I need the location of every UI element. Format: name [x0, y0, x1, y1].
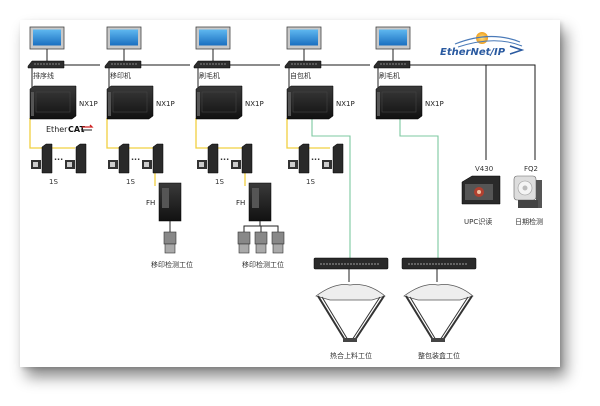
- hmi-monitor-icon: [286, 26, 322, 50]
- servo-label: 1S: [215, 178, 224, 186]
- machine-label: 排序线: [33, 71, 54, 80]
- ethercat-arrow-icon: [82, 124, 94, 128]
- vision-station-label: 移印检测工位: [242, 260, 284, 269]
- smart-camera-icon: [513, 175, 542, 208]
- servo-drive-icon: [41, 143, 53, 174]
- servo-motor-icon: [142, 160, 152, 169]
- network-switch-icon: [373, 60, 411, 69]
- plc-controller-icon: [375, 85, 423, 120]
- station: 排序线 NX1P: [27, 26, 98, 120]
- servo-drive-icon: [152, 143, 164, 174]
- vision-station-label: 移印检测工位: [151, 260, 193, 269]
- ethernet-ip-logo: EtherNet/IP: [440, 32, 525, 58]
- servo-group: ... 1S: [108, 143, 164, 186]
- robot-station-1: 热合上料工位: [313, 257, 389, 360]
- servo-label: 1S: [49, 178, 58, 186]
- servo-drive-icon: [332, 143, 344, 174]
- camera-icon: [254, 231, 268, 254]
- servo-ellipsis: ...: [311, 153, 320, 162]
- servo-group: ... 1S: [288, 143, 344, 186]
- servo-motor-icon: [231, 160, 241, 169]
- controller-model-label: NX1P: [156, 100, 175, 108]
- servo-motor-icon: [65, 160, 75, 169]
- servo-motor-icon: [288, 160, 298, 169]
- network-switch-icon: [284, 60, 322, 69]
- controller-model-label: NX1P: [425, 100, 444, 108]
- robot-station-2: 整包装盒工位: [401, 257, 477, 360]
- hmi-monitor-icon: [195, 26, 231, 50]
- servo-group: ... 1S: [31, 143, 87, 186]
- sensor-function-label: UPC识读: [464, 217, 492, 226]
- ethernet-ip-text: EtherNet/IP: [440, 47, 506, 58]
- ethercat-logo: Ether CAT: [46, 124, 94, 134]
- fh-controller-1: FH 移印检测工位: [146, 182, 193, 269]
- station: 刷毛机 NX1P: [193, 26, 264, 120]
- robot-station-label: 热合上料工位: [330, 351, 372, 360]
- servo-ellipsis: ...: [54, 153, 63, 162]
- servo-motor-icon: [31, 160, 41, 169]
- plc-controller-icon: [29, 85, 77, 120]
- station: 移印机 NX1P: [104, 26, 175, 120]
- servo-label: 1S: [306, 178, 315, 186]
- controller-model-label: NX1P: [336, 100, 355, 108]
- station: 自包机 NX1P: [284, 26, 355, 120]
- sensor-model-label: FQ2: [524, 165, 538, 173]
- plc-controller-icon: [106, 85, 154, 120]
- network-switch-icon: [104, 60, 142, 69]
- servo-group: ... 1S: [197, 143, 253, 186]
- hmi-monitor-icon: [375, 26, 411, 50]
- servo-ellipsis: ...: [220, 153, 229, 162]
- servo-label: 1S: [126, 178, 135, 186]
- sensor-function-label: 日期检测: [515, 217, 543, 226]
- sensor-fq2: FQ2 日期检测: [513, 165, 543, 226]
- camera-icon: [163, 231, 177, 254]
- hmi-monitor-icon: [106, 26, 142, 50]
- ethercat-text-cat: CAT: [68, 125, 85, 134]
- servo-drive-icon: [75, 143, 87, 174]
- servo-drive-icon: [118, 143, 130, 174]
- ethercat-text-ether: Ether: [46, 125, 68, 134]
- plc-controller-icon: [195, 85, 243, 120]
- plc-controller-icon: [286, 85, 334, 120]
- delta-robot-icon: [403, 284, 474, 342]
- machine-label: 移印机: [110, 71, 131, 80]
- delta-robot-icon: [315, 284, 386, 342]
- sensor-model-label: V430: [475, 165, 493, 173]
- network-switch-icon: [193, 60, 231, 69]
- machine-label: 刷毛机: [199, 71, 220, 80]
- servo-motor-icon: [322, 160, 332, 169]
- ethernet-backbone: [63, 64, 536, 160]
- fh-label: FH: [146, 199, 155, 207]
- fh-label: FH: [236, 199, 245, 207]
- barcode-reader-icon: [461, 175, 501, 205]
- camera-icon: [271, 231, 285, 254]
- robot-station-label: 整包装盒工位: [418, 351, 460, 360]
- servo-drive-icon: [298, 143, 310, 174]
- robot-lines: [311, 118, 439, 258]
- fh-controller-2: FH 移印检测工位: [236, 182, 285, 269]
- servo-drive-icon: [241, 143, 253, 174]
- machine-label: 刷毛机: [379, 71, 400, 80]
- servo-motor-icon: [108, 160, 118, 169]
- servo-drive-icon: [207, 143, 219, 174]
- controller-model-label: NX1P: [79, 100, 98, 108]
- servo-motor-icon: [197, 160, 207, 169]
- station: 刷毛机 NX1P: [373, 26, 444, 120]
- servo-ellipsis: ...: [131, 153, 140, 162]
- sensor-v430: V430 UPC识读: [461, 165, 501, 226]
- machine-label: 自包机: [290, 71, 311, 80]
- camera-icon: [237, 231, 251, 254]
- hmi-monitor-icon: [29, 26, 65, 50]
- network-switch-icon: [27, 60, 65, 69]
- controller-model-label: NX1P: [245, 100, 264, 108]
